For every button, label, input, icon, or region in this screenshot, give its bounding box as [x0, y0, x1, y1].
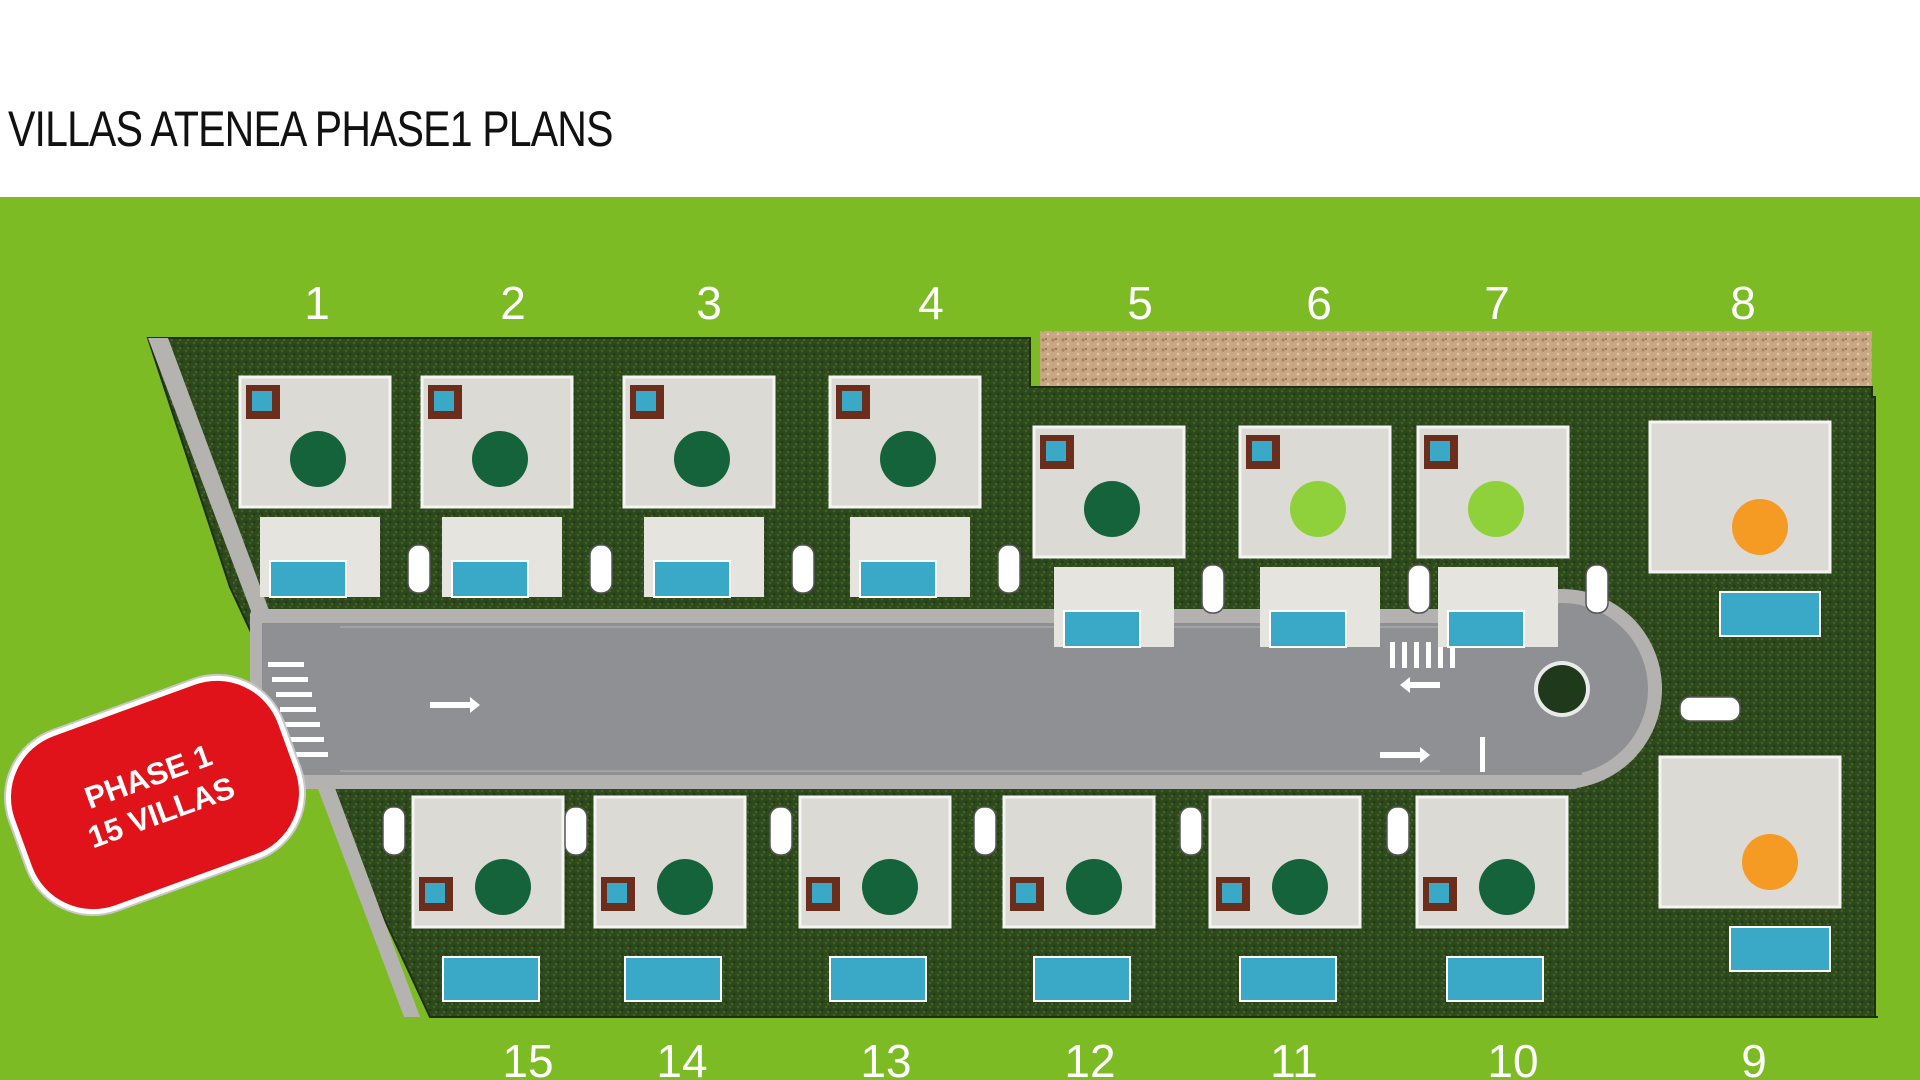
parked-car — [1407, 564, 1431, 614]
villa-spa — [842, 391, 862, 411]
villa-tree — [674, 431, 730, 487]
villa-spa — [636, 391, 656, 411]
parked-car — [589, 544, 613, 594]
villa-pool — [859, 560, 937, 598]
villa-tree — [475, 859, 531, 915]
lot-number-5: 5 — [1127, 277, 1153, 329]
lot-number-14: 14 — [656, 1035, 707, 1080]
villa-spa — [812, 883, 832, 903]
lot-numbers-bottom: 15 14 13 12 11 10 9 — [502, 1035, 1766, 1080]
villa-house — [1648, 420, 1832, 574]
villa-spa — [607, 883, 627, 903]
parked-car — [1679, 696, 1741, 722]
lot-numbers-top: 1 2 3 4 5 6 7 8 — [304, 277, 1756, 329]
villa-spa — [425, 883, 445, 903]
villa-pool — [1447, 610, 1525, 648]
lot-number-10: 10 — [1487, 1035, 1538, 1080]
parked-car — [997, 544, 1021, 594]
lot-number-8: 8 — [1730, 277, 1756, 329]
villa-tree — [880, 431, 936, 487]
villa-tree — [1084, 481, 1140, 537]
villa-pool — [451, 560, 529, 598]
parked-car — [382, 806, 406, 856]
villa-pool — [1269, 610, 1347, 648]
villa-pool — [442, 956, 540, 1002]
villa-tree — [862, 859, 918, 915]
villa-tree — [657, 859, 713, 915]
villa-tree — [472, 431, 528, 487]
lot-number-11: 11 — [1270, 1035, 1318, 1080]
villa-pool — [624, 956, 722, 1002]
villa-tree — [1742, 834, 1798, 890]
villa-pool — [1239, 956, 1337, 1002]
lot-number-1: 1 — [304, 277, 330, 329]
villa-spa — [1429, 883, 1449, 903]
villa-spa — [434, 391, 454, 411]
villa-pool — [269, 560, 347, 598]
villa-spa — [1252, 441, 1272, 461]
villa-spa — [1222, 883, 1242, 903]
villa-tree — [290, 431, 346, 487]
villa-spa — [1430, 441, 1450, 461]
villa-pool — [1729, 926, 1831, 972]
gravel-strip — [1040, 331, 1872, 387]
lot-number-7: 7 — [1484, 277, 1510, 329]
lot-number-15: 15 — [502, 1035, 553, 1080]
parked-car — [407, 544, 431, 594]
villa-tree — [1468, 481, 1524, 537]
villa-pool — [1063, 610, 1141, 648]
villa-tree — [1066, 859, 1122, 915]
lot-number-4: 4 — [918, 277, 944, 329]
villa-tree — [1479, 859, 1535, 915]
parked-car — [1386, 806, 1410, 856]
villa-spa — [1016, 883, 1036, 903]
villa-spa — [1046, 441, 1066, 461]
lot-number-3: 3 — [696, 277, 722, 329]
villa-pool — [1446, 956, 1544, 1002]
site-plan: 1 2 3 4 5 6 7 8 15 14 13 12 11 10 9 — [0, 197, 1920, 1080]
villa-house — [1658, 755, 1842, 909]
lot-number-13: 13 — [860, 1035, 911, 1080]
parked-car — [1179, 806, 1203, 856]
villa-tree — [1272, 859, 1328, 915]
parked-car — [1585, 564, 1609, 614]
parked-car — [973, 806, 997, 856]
villa-tree — [1290, 481, 1346, 537]
parked-car — [769, 806, 793, 856]
lot-number-2: 2 — [500, 277, 526, 329]
parked-car — [564, 806, 588, 856]
villa-spa — [252, 391, 272, 411]
villa-pool — [1033, 956, 1131, 1002]
parked-car — [791, 544, 815, 594]
villas-layer — [238, 375, 1842, 1002]
page-title: VILLAS ATENEA PHASE1 PLANS — [8, 101, 613, 157]
villa-pool — [829, 956, 927, 1002]
parked-car — [1201, 564, 1225, 614]
villa-pool — [653, 560, 731, 598]
lot-number-9: 9 — [1741, 1035, 1767, 1080]
lot-number-6: 6 — [1306, 277, 1332, 329]
lot-number-12: 12 — [1064, 1035, 1115, 1080]
villa-tree — [1732, 499, 1788, 555]
villa-pool — [1719, 591, 1821, 637]
